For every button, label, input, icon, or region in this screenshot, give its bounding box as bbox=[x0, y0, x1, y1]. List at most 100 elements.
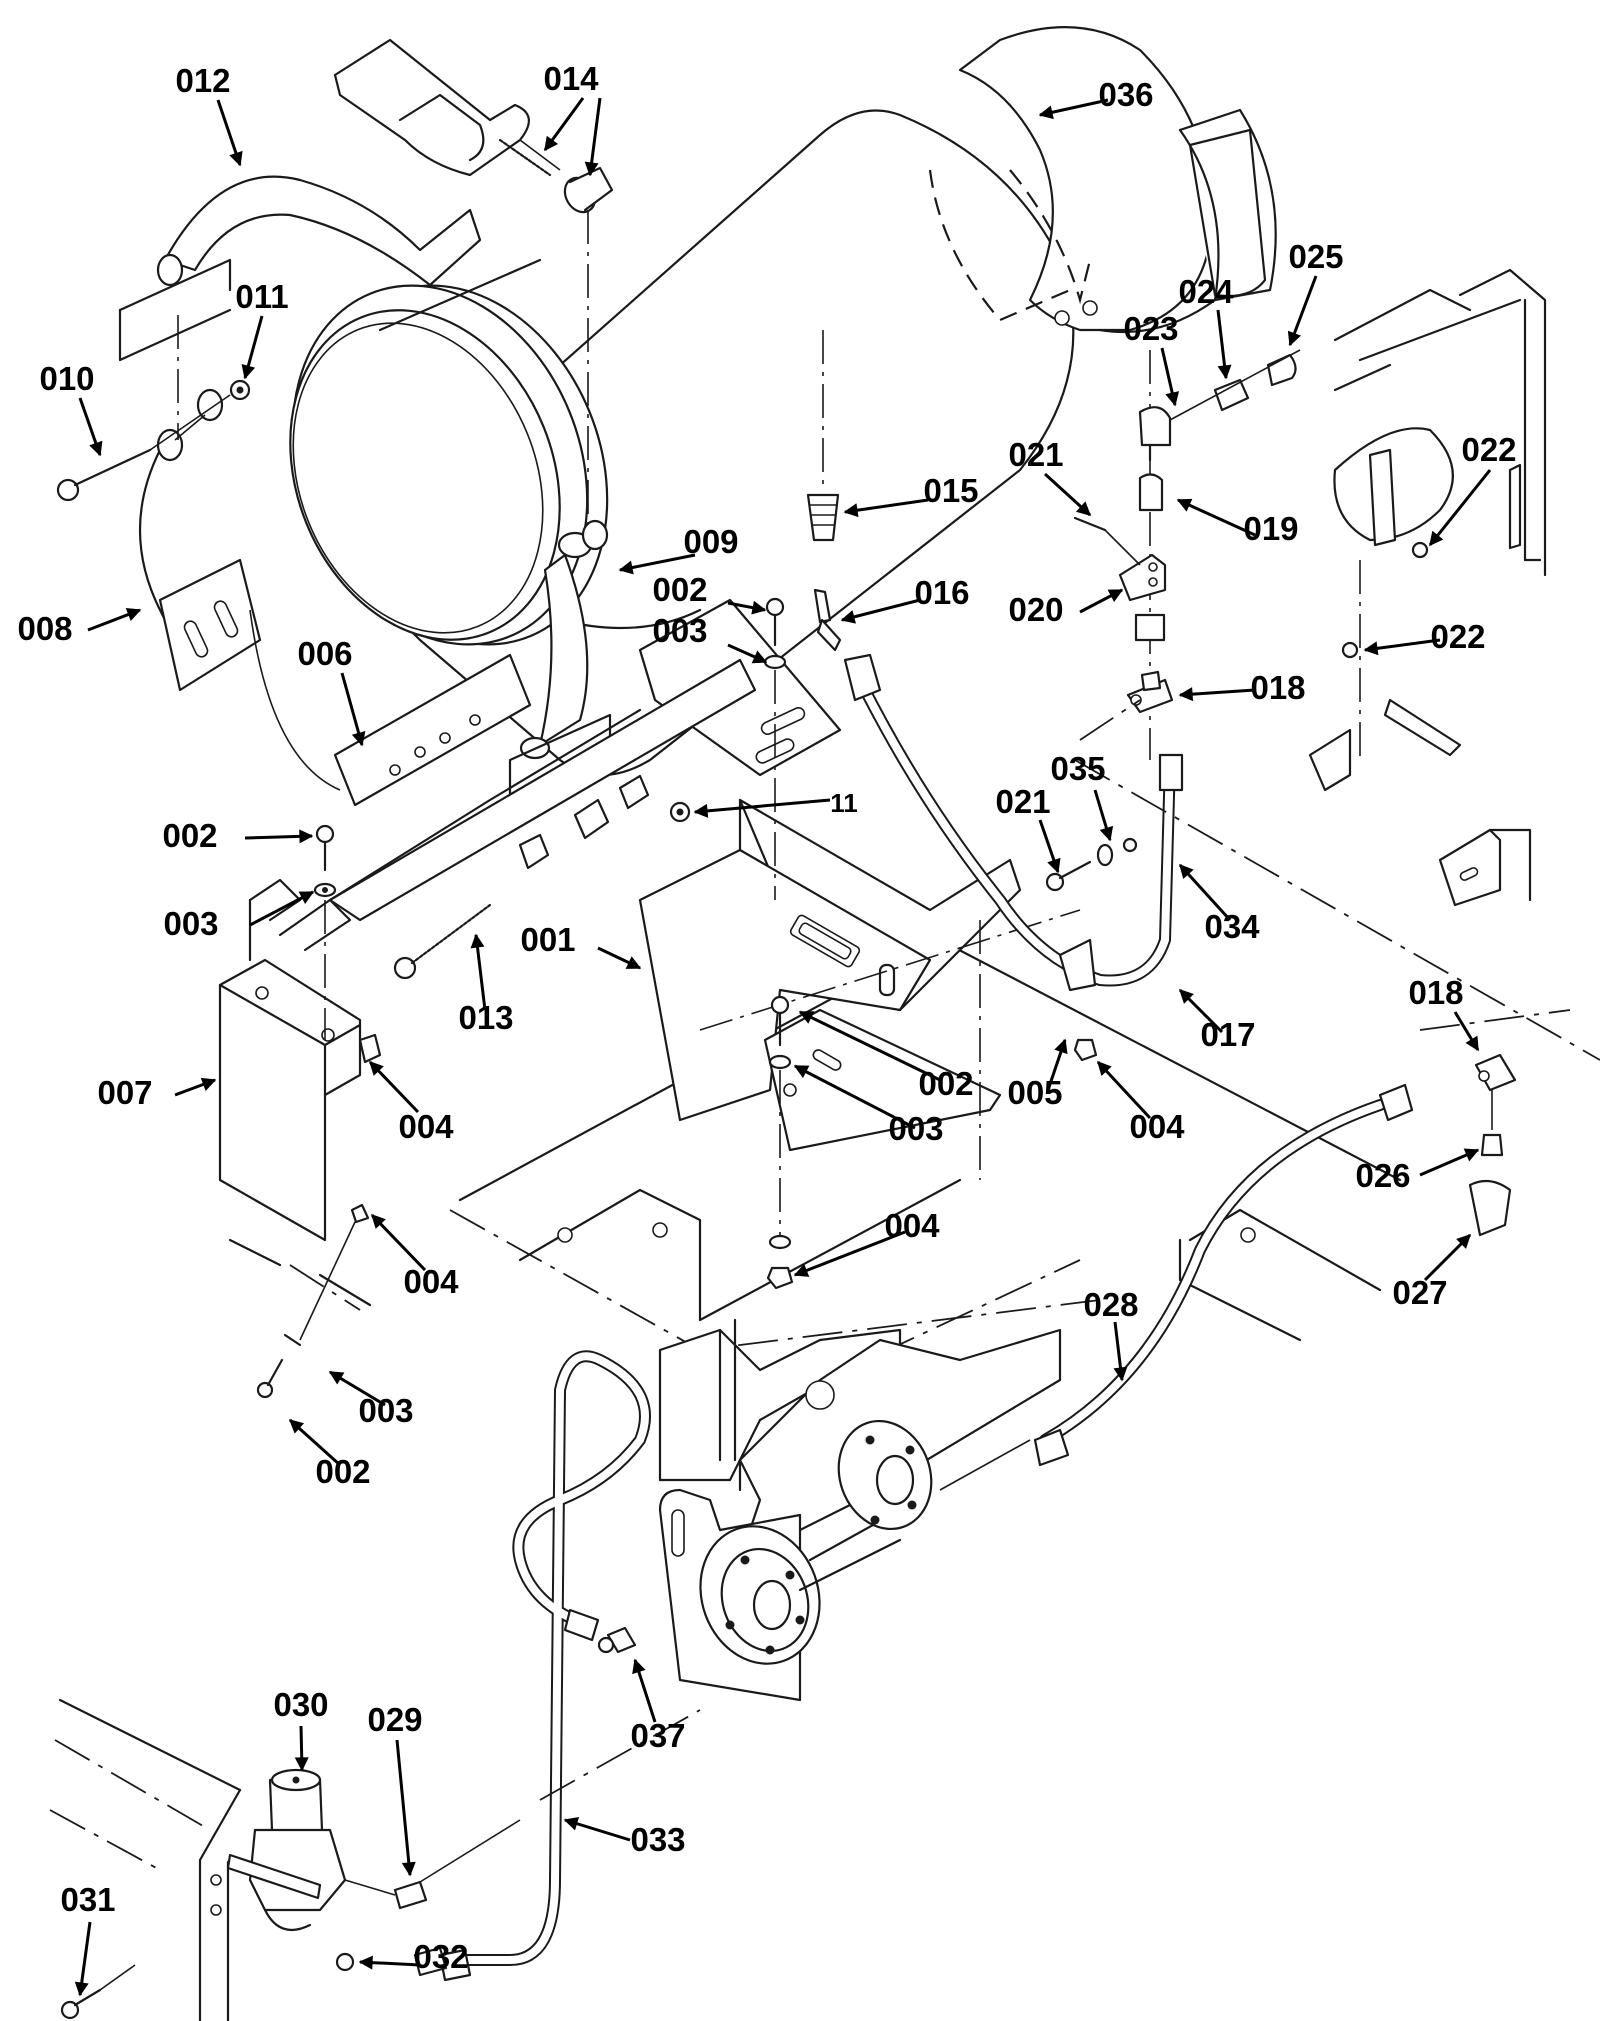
callout-010: 010 bbox=[39, 360, 94, 397]
callout-011: 011 bbox=[235, 278, 288, 315]
callout-018: 018 bbox=[1408, 974, 1463, 1011]
callout-arrow bbox=[1363, 638, 1441, 656]
callout-003: 003 bbox=[358, 1392, 413, 1429]
callout-017: 017 bbox=[1200, 1016, 1255, 1053]
callout-arrow bbox=[798, 1010, 941, 1082]
callout-arrow bbox=[1043, 472, 1092, 517]
callout-arrow bbox=[584, 97, 602, 177]
callout-007: 007 bbox=[97, 1074, 152, 1111]
callout-002: 002 bbox=[918, 1065, 973, 1102]
blower-housing-036 bbox=[289, 26, 1277, 776]
callout-arrow bbox=[395, 1739, 416, 1877]
control-cover-007 bbox=[218, 958, 372, 1311]
callout-arrow bbox=[74, 1921, 92, 1997]
callout-arrow bbox=[1423, 1233, 1472, 1282]
callout-arrow bbox=[358, 1955, 421, 1970]
drawer-assembly bbox=[248, 598, 842, 962]
callout-004: 004 bbox=[1129, 1108, 1185, 1145]
callout-030: 030 bbox=[273, 1686, 328, 1723]
callout-arrow bbox=[1046, 1038, 1068, 1091]
callout-arrow bbox=[563, 1817, 631, 1842]
callout-004: 004 bbox=[884, 1207, 940, 1244]
callout-arrow bbox=[244, 829, 314, 844]
callout-012: 012 bbox=[175, 62, 230, 99]
callout-013: 013 bbox=[458, 999, 513, 1036]
callout-arrow bbox=[1178, 687, 1256, 702]
callout-arrow bbox=[1038, 819, 1061, 874]
callout-arrow bbox=[1428, 469, 1492, 547]
callout-036: 036 bbox=[1098, 76, 1153, 113]
callout-arrow bbox=[632, 1658, 657, 1723]
callout-028: 028 bbox=[1083, 1286, 1138, 1323]
callout-022: 022 bbox=[1430, 618, 1485, 655]
fuel-line-028 bbox=[1033, 1009, 1571, 1467]
callout-020: 020 bbox=[1008, 591, 1063, 628]
callout-arrow bbox=[216, 99, 243, 167]
fuel-line-017 bbox=[806, 330, 1184, 1062]
callout-arrow bbox=[1453, 1011, 1480, 1052]
fasteners bbox=[256, 597, 794, 1399]
callout-arrow bbox=[1079, 588, 1124, 614]
burner-base-001 bbox=[638, 798, 1081, 1180]
callout-003: 003 bbox=[888, 1110, 943, 1147]
callout-001: 001 bbox=[520, 921, 575, 958]
callout-006: 006 bbox=[297, 635, 352, 672]
callout-arrow bbox=[793, 1230, 906, 1277]
callout-004: 004 bbox=[403, 1263, 459, 1300]
callout-arrow bbox=[1096, 1060, 1152, 1120]
callout-arrow bbox=[87, 607, 142, 632]
callout-027: 027 bbox=[1392, 1274, 1447, 1311]
callout-arrow bbox=[328, 1370, 386, 1407]
callout-021: 021 bbox=[995, 783, 1050, 820]
bolt-010 bbox=[56, 394, 231, 502]
callout-arrow bbox=[1216, 309, 1232, 380]
callout-019: 019 bbox=[1243, 510, 1298, 547]
callout-arrow bbox=[1160, 347, 1180, 407]
nut-011 bbox=[229, 379, 251, 401]
callout-008: 008 bbox=[17, 610, 72, 647]
callout-arrow bbox=[370, 1213, 427, 1272]
callout-arrow bbox=[288, 1418, 342, 1467]
callout-023: 023 bbox=[1123, 310, 1178, 347]
clamp-strap-009 bbox=[508, 519, 612, 812]
callout-004: 004 bbox=[398, 1108, 454, 1145]
callout-arrow bbox=[470, 933, 487, 1011]
callout-arrow bbox=[1176, 498, 1256, 537]
fuel-line-033 bbox=[438, 1350, 651, 1982]
callout-leaders bbox=[74, 97, 1492, 1997]
callout-arrow bbox=[843, 498, 929, 518]
callout-arrow bbox=[78, 397, 103, 457]
callout-arrow bbox=[241, 315, 264, 380]
callout-002: 002 bbox=[652, 571, 707, 608]
callout-arrow bbox=[1093, 789, 1114, 842]
callout-arrow bbox=[1178, 863, 1232, 922]
callout-035: 035 bbox=[1050, 750, 1105, 787]
callout-arrow bbox=[1178, 988, 1224, 1034]
callout-014: 014 bbox=[543, 60, 599, 97]
callout-arrow bbox=[1419, 1148, 1480, 1177]
callout-arrow bbox=[793, 1064, 916, 1130]
electrode-bracket-006 bbox=[249, 609, 532, 807]
callout-024: 024 bbox=[1178, 273, 1234, 310]
callout-009: 009 bbox=[683, 523, 738, 560]
callout-arrow bbox=[368, 1060, 420, 1114]
air-band-012 bbox=[118, 175, 482, 362]
callout-037: 037 bbox=[630, 1717, 685, 1754]
callout-002: 002 bbox=[162, 817, 217, 854]
callout-005: 005 bbox=[1007, 1074, 1062, 1111]
callout-arrow bbox=[1287, 275, 1318, 347]
callout-arrow bbox=[294, 1725, 309, 1772]
callout-032: 032 bbox=[413, 1938, 468, 1975]
callout-016: 016 bbox=[914, 574, 969, 611]
callout-033: 033 bbox=[630, 1821, 685, 1858]
callout-arrow bbox=[543, 97, 585, 152]
callout-arrow bbox=[618, 553, 696, 575]
side-frame bbox=[1308, 268, 1547, 907]
callout-arrow bbox=[597, 946, 642, 970]
callout-034: 034 bbox=[1204, 908, 1260, 945]
callout-arrow bbox=[1113, 1321, 1128, 1382]
clamp-strap-008 bbox=[138, 315, 262, 692]
callout-arrow bbox=[727, 600, 767, 615]
